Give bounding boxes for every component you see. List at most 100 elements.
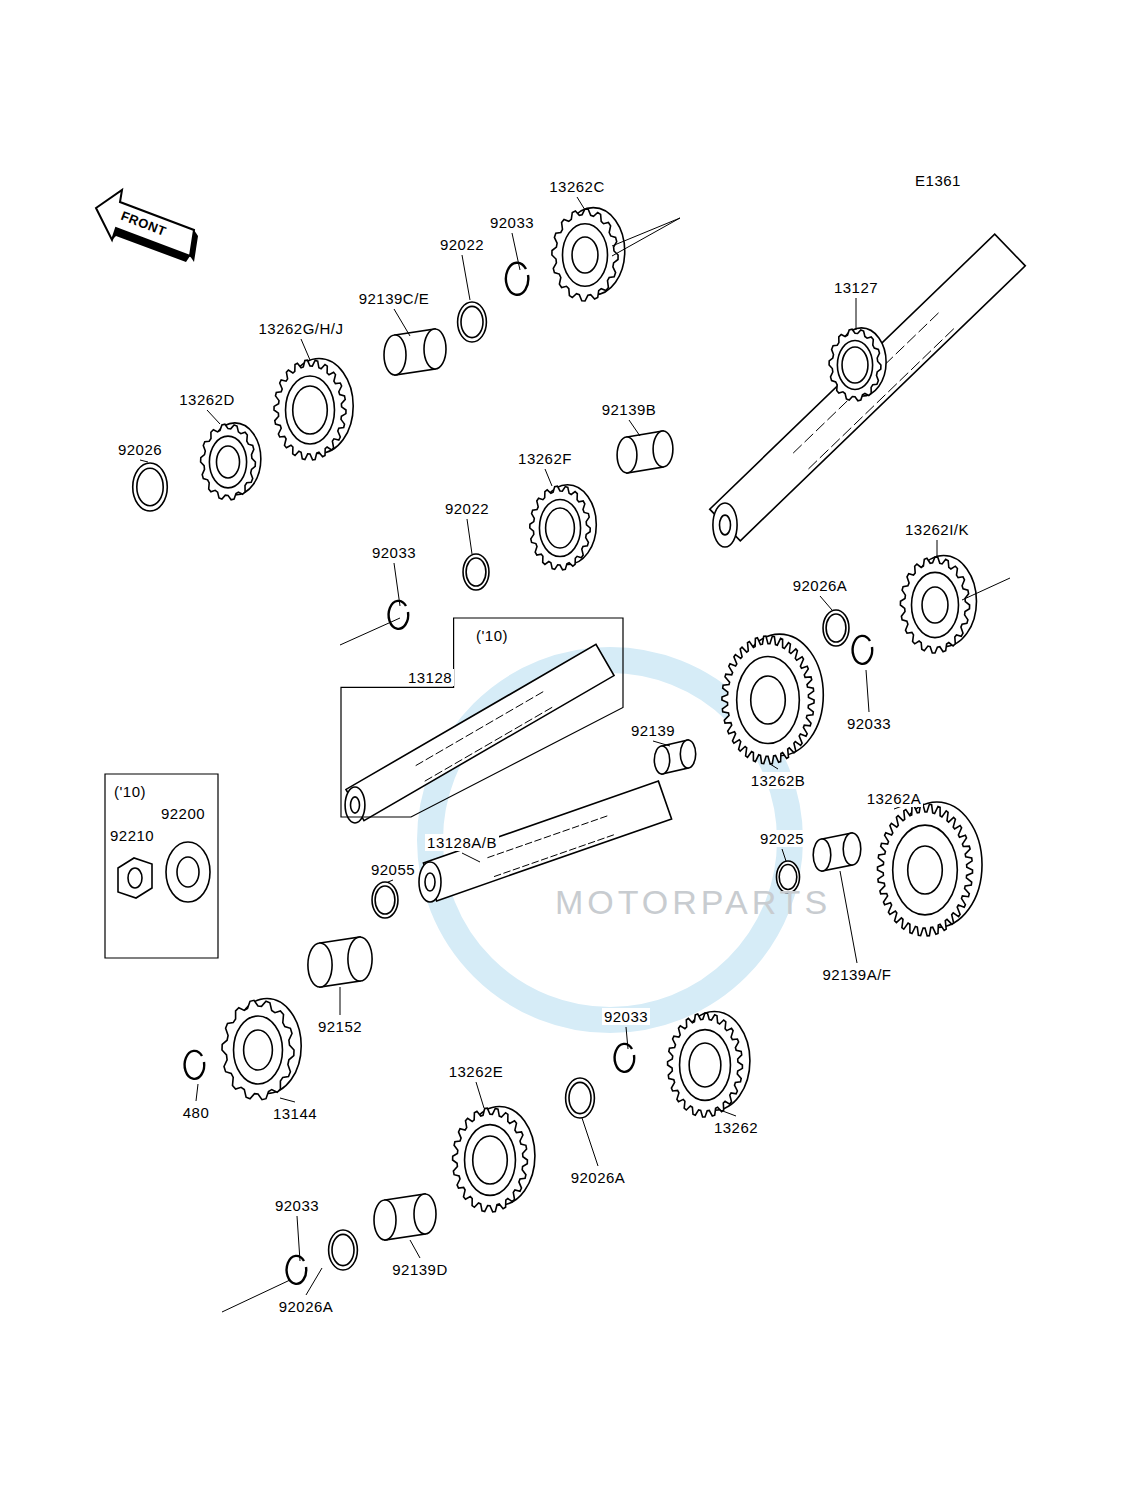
callout-number: 13262	[712, 1119, 760, 1136]
leader-line	[545, 469, 552, 486]
spline	[911, 362, 920, 370]
year-note: ('10)	[112, 783, 148, 800]
washer-hole	[569, 1082, 591, 1113]
callout-number: 13262F	[516, 450, 574, 467]
spline	[525, 842, 532, 844]
washer-hole	[137, 468, 163, 505]
callout-number: 92139C/E	[357, 290, 432, 307]
shaft-bore	[425, 873, 435, 891]
spline	[569, 848, 576, 850]
spline	[896, 346, 905, 354]
leader-line	[207, 410, 220, 424]
spline	[945, 329, 954, 337]
spline	[805, 434, 814, 442]
shaft-end	[713, 503, 737, 547]
washer	[463, 554, 489, 590]
box-border	[341, 618, 623, 817]
lock-washer-hole	[177, 857, 199, 887]
spline	[515, 725, 523, 729]
callout-number: 13128	[406, 669, 454, 686]
leader-line	[410, 1240, 420, 1258]
leader-line	[629, 420, 640, 436]
washer	[133, 463, 168, 511]
spline	[597, 838, 604, 840]
callout-number: 92139A/F	[820, 966, 893, 983]
figure-code: E1361	[913, 172, 963, 189]
gear-teeth	[222, 1000, 294, 1099]
gear-bore	[842, 347, 868, 383]
callout-number: 92033	[273, 1197, 321, 1214]
leader-line	[770, 764, 778, 769]
spline	[827, 412, 836, 420]
spline	[588, 841, 595, 843]
washer	[329, 1230, 358, 1270]
circlip	[853, 636, 873, 664]
gear-bore	[216, 446, 239, 478]
leader-line	[196, 1084, 198, 1101]
leader-line	[476, 1082, 484, 1108]
spline	[532, 861, 539, 863]
spline	[816, 423, 825, 431]
washer-hole	[466, 558, 486, 586]
leader-line	[306, 1268, 322, 1295]
leader-line	[577, 197, 585, 210]
gear-hub	[837, 341, 872, 390]
spline	[900, 373, 909, 381]
callout-number: 92200	[159, 805, 207, 822]
gear-bore	[572, 237, 598, 273]
callout-number: 13128A/B	[425, 834, 499, 851]
bushing-end	[617, 437, 637, 473]
axis-line	[340, 618, 400, 645]
spline	[553, 832, 560, 834]
leader-line	[653, 741, 670, 746]
spline	[536, 692, 544, 696]
callout-number: 13262I/K	[903, 521, 971, 538]
washer-hole	[461, 306, 483, 337]
circlip	[506, 263, 528, 295]
gear-hub	[209, 436, 246, 488]
callout-number: 92026A	[569, 1169, 628, 1186]
gear-teeth	[552, 209, 618, 301]
gear-bore	[751, 676, 786, 724]
spline	[445, 765, 453, 769]
callout-number: 92022	[443, 500, 491, 517]
circlip	[615, 1044, 635, 1072]
gear-bore	[293, 386, 328, 434]
gear-teeth	[668, 1013, 743, 1117]
nut-bore	[128, 868, 142, 888]
box-outline	[104, 773, 219, 959]
gear-teeth	[829, 329, 881, 401]
gear-hub	[286, 376, 335, 444]
spline	[930, 313, 939, 321]
gear-teeth	[201, 424, 256, 500]
spline	[922, 351, 931, 359]
spline	[843, 428, 852, 436]
callout-number: 13262G/H/J	[256, 320, 345, 337]
callout-number: 13262A	[865, 790, 924, 807]
spline	[535, 713, 543, 717]
gear-bore	[908, 846, 943, 894]
leader-line	[394, 309, 410, 336]
leader-line	[280, 1098, 295, 1102]
spline	[456, 738, 464, 742]
spline	[475, 748, 483, 752]
gear-hub	[893, 825, 958, 915]
gear-hub	[680, 1030, 731, 1101]
leader-line	[582, 1118, 598, 1166]
gear-hub	[562, 224, 607, 287]
washer-hole	[375, 886, 395, 914]
callout-number: 92033	[602, 1008, 650, 1025]
spline	[854, 417, 863, 425]
spline	[919, 324, 928, 332]
leader-line	[782, 849, 786, 861]
spline	[446, 744, 454, 748]
gears	[118, 208, 1025, 1284]
bushing-end	[424, 329, 446, 369]
leader-line	[467, 519, 472, 554]
leader-line	[462, 255, 470, 300]
leader-line	[626, 1027, 628, 1049]
spline	[560, 851, 567, 853]
spline	[476, 726, 484, 730]
spline	[545, 707, 553, 711]
